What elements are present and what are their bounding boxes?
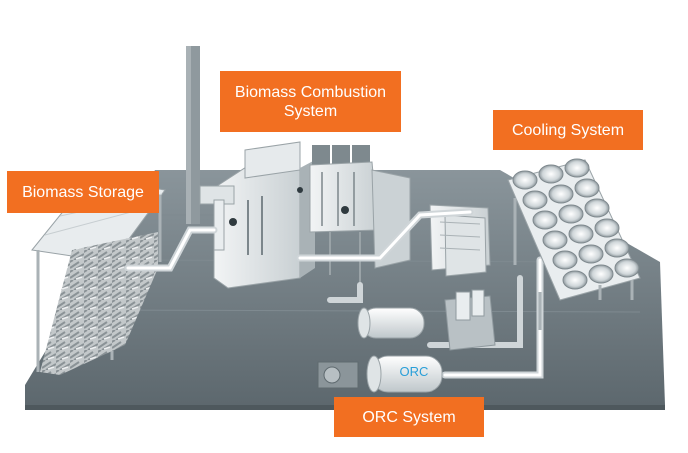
fan-icon — [584, 198, 610, 218]
fan-icon — [538, 164, 564, 184]
fan-icon — [552, 250, 578, 270]
label-biomass-combustion-text: Biomass Combustion System — [235, 83, 386, 121]
fan-icon — [564, 158, 590, 178]
label-combustion-line-2: System — [283, 102, 338, 120]
chimney-stack — [186, 46, 200, 224]
fan-icon — [558, 204, 584, 224]
exchanger-boxes — [429, 204, 491, 277]
label-orc-system: ORC System — [334, 397, 484, 437]
fan-icon — [578, 244, 604, 264]
fan-icon — [532, 210, 558, 230]
fan-icon — [512, 170, 538, 190]
fan-icon — [542, 230, 568, 250]
cooling-fans — [512, 158, 640, 290]
orc-unit — [317, 355, 443, 393]
label-orc-system-text: ORC System — [362, 408, 456, 426]
label-combustion-line-1: Biomass Combustion — [234, 83, 387, 101]
fan-icon — [574, 178, 600, 198]
fan-icon — [548, 184, 574, 204]
combustion-building — [199, 141, 315, 289]
fan-icon — [568, 224, 594, 244]
label-cooling-system: Cooling System — [493, 110, 643, 150]
orc-unit-tag: ORC — [399, 364, 429, 379]
fan-icon — [588, 264, 614, 284]
fan-icon — [614, 258, 640, 278]
filter-units — [309, 145, 411, 285]
label-biomass-storage-text: Biomass Storage — [22, 183, 144, 201]
storage-tank — [357, 307, 425, 339]
fan-icon — [604, 238, 630, 258]
label-biomass-combustion-system: Biomass Combustion System — [220, 71, 401, 132]
pump-skid — [444, 289, 496, 351]
label-biomass-storage: Biomass Storage — [7, 171, 159, 213]
fan-icon — [522, 190, 548, 210]
label-cooling-system-text: Cooling System — [511, 121, 625, 139]
fan-icon — [562, 270, 588, 290]
fan-icon — [594, 218, 620, 238]
